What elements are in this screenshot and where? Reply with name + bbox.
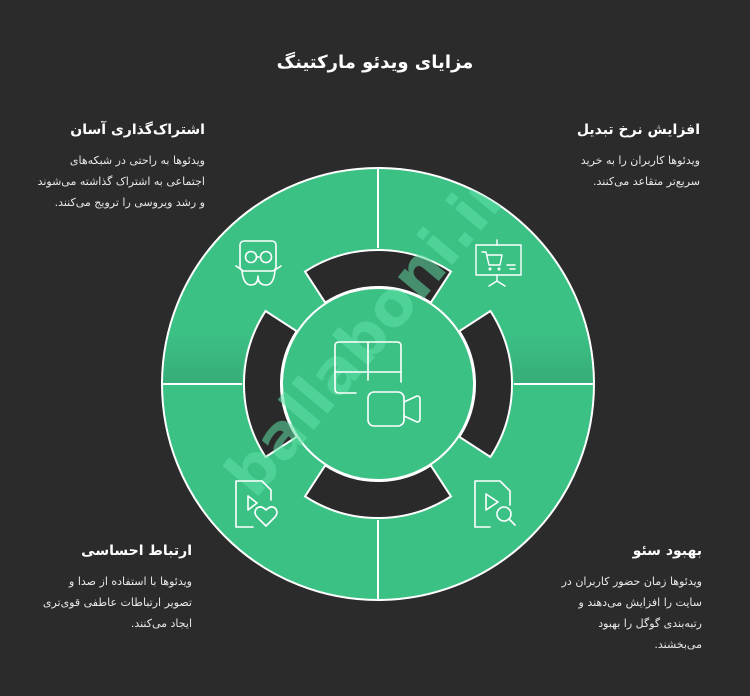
video-gallery-icon (334, 341, 421, 427)
benefit-description: ویدئوها کاربران را به خرید سریع‌تر متقاع… (580, 154, 700, 188)
benefit-easy-sharing: اشتراک‌گذاری آسان ویدئوها به راحتی در شب… (15, 122, 205, 213)
page-title: مزایای ویدئو مارکتینگ (276, 52, 474, 73)
social-share-reader-icon (235, 240, 282, 286)
dark-ring-segments (243, 249, 513, 519)
benefit-description: ویدئوها به راحتی در شبکه‌های اجتماعی به … (37, 154, 205, 209)
benefit-description: ویدئوها با استفاده از صدا و تصویر ارتباط… (42, 575, 192, 630)
video-file-search-icon (474, 480, 516, 528)
benefit-description: ویدئوها زمان حضور کاربران در سایت را افز… (561, 575, 702, 651)
benefit-conversion-rate: افزایش نرخ تبدیل ویدئوها کاربران را به خ… (530, 122, 700, 192)
benefit-seo-improvement: بهبود سئو ویدئوها زمان حضور کاربران در س… (512, 543, 702, 655)
shopping-cart-presentation-icon (475, 239, 522, 287)
benefit-emotional-connection: ارتباط احساسی ویدئوها با استفاده از صدا … (12, 543, 192, 634)
benefit-title: افزایش نرخ تبدیل (576, 122, 700, 138)
video-file-heart-icon (235, 480, 278, 528)
center-circle (281, 287, 475, 481)
benefit-title: ارتباط احساسی (81, 543, 192, 559)
benefit-title: اشتراک‌گذاری آسان (70, 122, 205, 138)
benefit-title: بهبود سئو (632, 543, 702, 559)
